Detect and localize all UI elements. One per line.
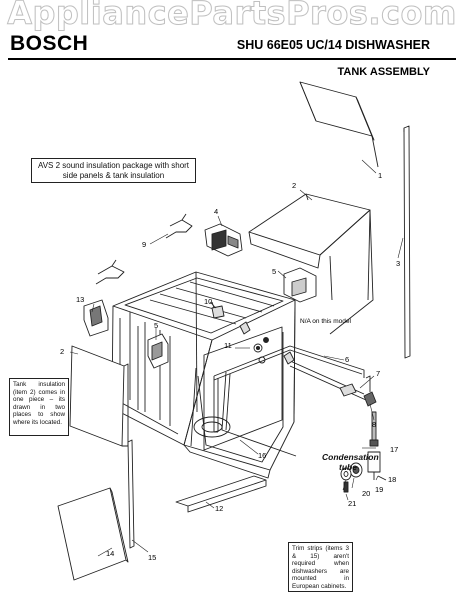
callout-20: 20: [362, 489, 371, 498]
callout-4: 4: [214, 207, 219, 216]
condensation-tube-label: Condensation tube: [322, 452, 379, 472]
callout-1: 1: [378, 171, 383, 180]
trim-strips-note: Trim strips (items 3 & 15) aren't requir…: [288, 542, 353, 592]
condensation-tube-parts: [340, 411, 387, 493]
part-4-latch: [204, 223, 243, 257]
part-12-bottom-rail: [175, 475, 267, 513]
callout-11: 11: [224, 341, 232, 350]
callout-6: 6: [345, 355, 350, 364]
callout-5-left: 5: [154, 321, 159, 330]
callout-16: 16: [258, 451, 267, 460]
leader-lines: [69, 159, 404, 557]
part-15-trim-strip: [127, 439, 135, 549]
brand-logo: BOSCH: [10, 32, 89, 55]
part-8-connector: [363, 375, 377, 407]
part-13-bracket: [83, 299, 109, 337]
callout-19: 19: [375, 485, 384, 494]
avs-insulation-note: AVS 2 sound insulation package with shor…: [31, 158, 196, 183]
part-1-panel: [299, 81, 379, 168]
callout-12: 12: [215, 504, 224, 513]
part-6-frame: [213, 345, 365, 433]
part-5-bracket-left: [147, 333, 169, 369]
part-2-side-insulation: [69, 345, 129, 447]
callout-14: 14: [106, 549, 115, 558]
part-9-brackets: [95, 213, 193, 285]
part-2-top-insulation: [248, 193, 374, 335]
part-11-fittings: [239, 321, 269, 364]
model-title: SHU 66E05 UC/14 DISHWASHER: [236, 38, 430, 52]
section-title: TANK ASSEMBLY: [337, 66, 431, 78]
header-rule: [8, 58, 456, 60]
part-16-door-arm: [221, 371, 297, 457]
callout-7: 7: [376, 369, 381, 378]
callout-10: 10: [204, 297, 213, 306]
tank-insulation-note: Tank insulation (item 2) comes in one pi…: [9, 378, 69, 436]
callout-2-top: 2: [292, 181, 297, 190]
part-14-front-panel: [57, 487, 129, 581]
na-model-label: N/A on this model: [300, 318, 351, 325]
callout-13: 13: [76, 295, 85, 304]
callout-15: 15: [148, 553, 157, 562]
callout-2-side: 2: [60, 347, 65, 356]
callout-5-right: 5: [272, 267, 277, 276]
callout-9: 9: [142, 240, 147, 249]
part-7-rails: [283, 351, 367, 401]
callout-18: 18: [388, 475, 397, 484]
part-3-trim-strip: [403, 125, 411, 359]
part-5-bracket-right: [283, 267, 317, 303]
callout-21: 21: [348, 499, 357, 508]
callout-8: 8: [372, 420, 377, 429]
callout-3: 3: [396, 259, 401, 268]
callout-17: 17: [390, 445, 399, 454]
